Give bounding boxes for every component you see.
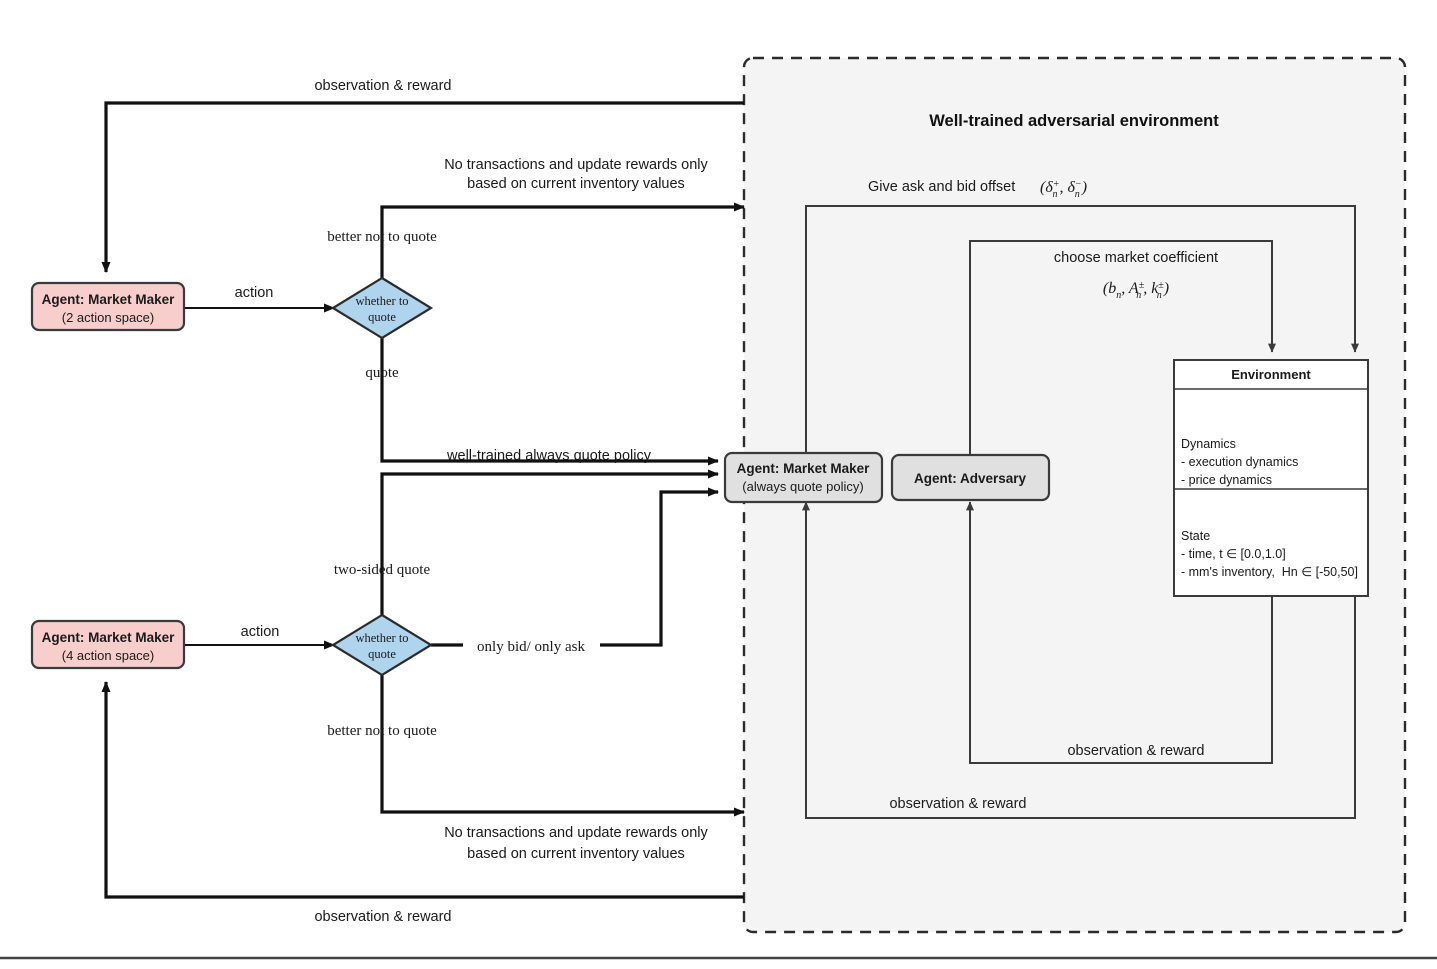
label-obs-reward-top: observation & reward [314,78,451,94]
agent-mm2-title: Agent: Market Maker [42,292,176,307]
edge-only-bid-only-ask [431,487,719,647]
edge-choose-coefficient [969,240,1276,455]
edge-env-to-adversary [966,501,1273,764]
label-obs-reward-bottom: observation & reward [314,909,451,925]
edge-give-offset [805,205,1359,455]
label-obs-reward-mm-inner: observation & reward [889,796,1026,812]
agent-adversary[interactable]: Agent: Adversary [890,453,1051,502]
decision-top-line2: quote [368,310,396,324]
edge-quote-top [380,338,719,466]
agent-mm-2-action-space[interactable]: Agent: Market Maker (2 action space) [30,281,186,332]
agent-mm-always-quote[interactable]: Agent: Market Maker (always quote policy… [723,451,884,504]
decision-top-line1: whether to [355,294,408,308]
label-choose-coefficient: choose market coefficient [1054,250,1218,266]
agent-mm2-subtitle: (2 action space) [62,310,155,325]
agent-mm4-title: Agent: Market Maker [42,630,176,645]
edge-obs-reward-top [101,101,744,273]
edge-obs-reward-bottom [101,681,744,899]
label-well-trained-policy: well-trained always quote policy [446,448,652,464]
environment-box-title: Environment [1231,367,1311,382]
decision-bottom-line1: whether to [355,631,408,645]
environment-state-item-0: - time, t ∈ [0.0,1.0] [1181,547,1286,561]
label-no-tx-top-line2: based on current inventory values [467,176,685,192]
edge-better-not-quote-bottom [380,675,745,817]
label-better-not-quote-bottom: better not to quote [327,723,437,739]
decision-whether-to-quote-bottom[interactable]: whether to quote [330,613,434,677]
agent-mm-always-subtitle: (always quote policy) [742,479,863,494]
environment-panel-title: Well-trained adversarial environment [929,112,1219,130]
label-quote-top: quote [365,365,399,381]
edge-env-to-mm-always [802,501,1356,819]
agent-adversary-title: Agent: Adversary [914,471,1027,486]
label-action-bottom: action [241,624,280,640]
agent-mm-always-title: Agent: Market Maker [737,461,871,476]
environment-dynamics-item-0: - execution dynamics [1181,455,1298,469]
label-no-tx-bottom-line2: based on current inventory values [467,846,685,862]
decision-whether-to-quote-top[interactable]: whether to quote [330,276,434,340]
agent-mm4-subtitle: (4 action space) [62,648,155,663]
label-only-bid-only-ask-text: only bid/ only ask [477,639,585,655]
environment-state-header: State [1181,529,1210,543]
label-action-top: action [235,285,274,301]
label-give-offset-math: (δ+n, δ−n) [1040,179,1087,200]
environment-dynamics-header: Dynamics [1181,437,1236,451]
label-two-sided-quote: two-sided quote [334,562,431,578]
edge-two-sided-quote [380,469,719,615]
environment-dynamics-item-1: - price dynamics [1181,473,1272,487]
agent-mm-4-action-space[interactable]: Agent: Market Maker (4 action space) [30,619,186,670]
label-no-tx-top-line1: No transactions and update rewards only [444,157,708,173]
label-better-not-quote-top: better not to quote [327,229,437,245]
label-give-offset: Give ask and bid offset [868,179,1015,195]
environment-state-item-1: - mm's inventory, Hn ∈ [-50,50] [1181,565,1358,579]
decision-bottom-line2: quote [368,647,396,661]
label-no-tx-bottom-line1: No transactions and update rewards only [444,825,708,841]
label-obs-reward-adversary-inner: observation & reward [1067,743,1204,759]
edge-better-not-quote-top [380,202,745,278]
environment-box: Environment Dynamics - execution dynamic… [1173,359,1369,597]
